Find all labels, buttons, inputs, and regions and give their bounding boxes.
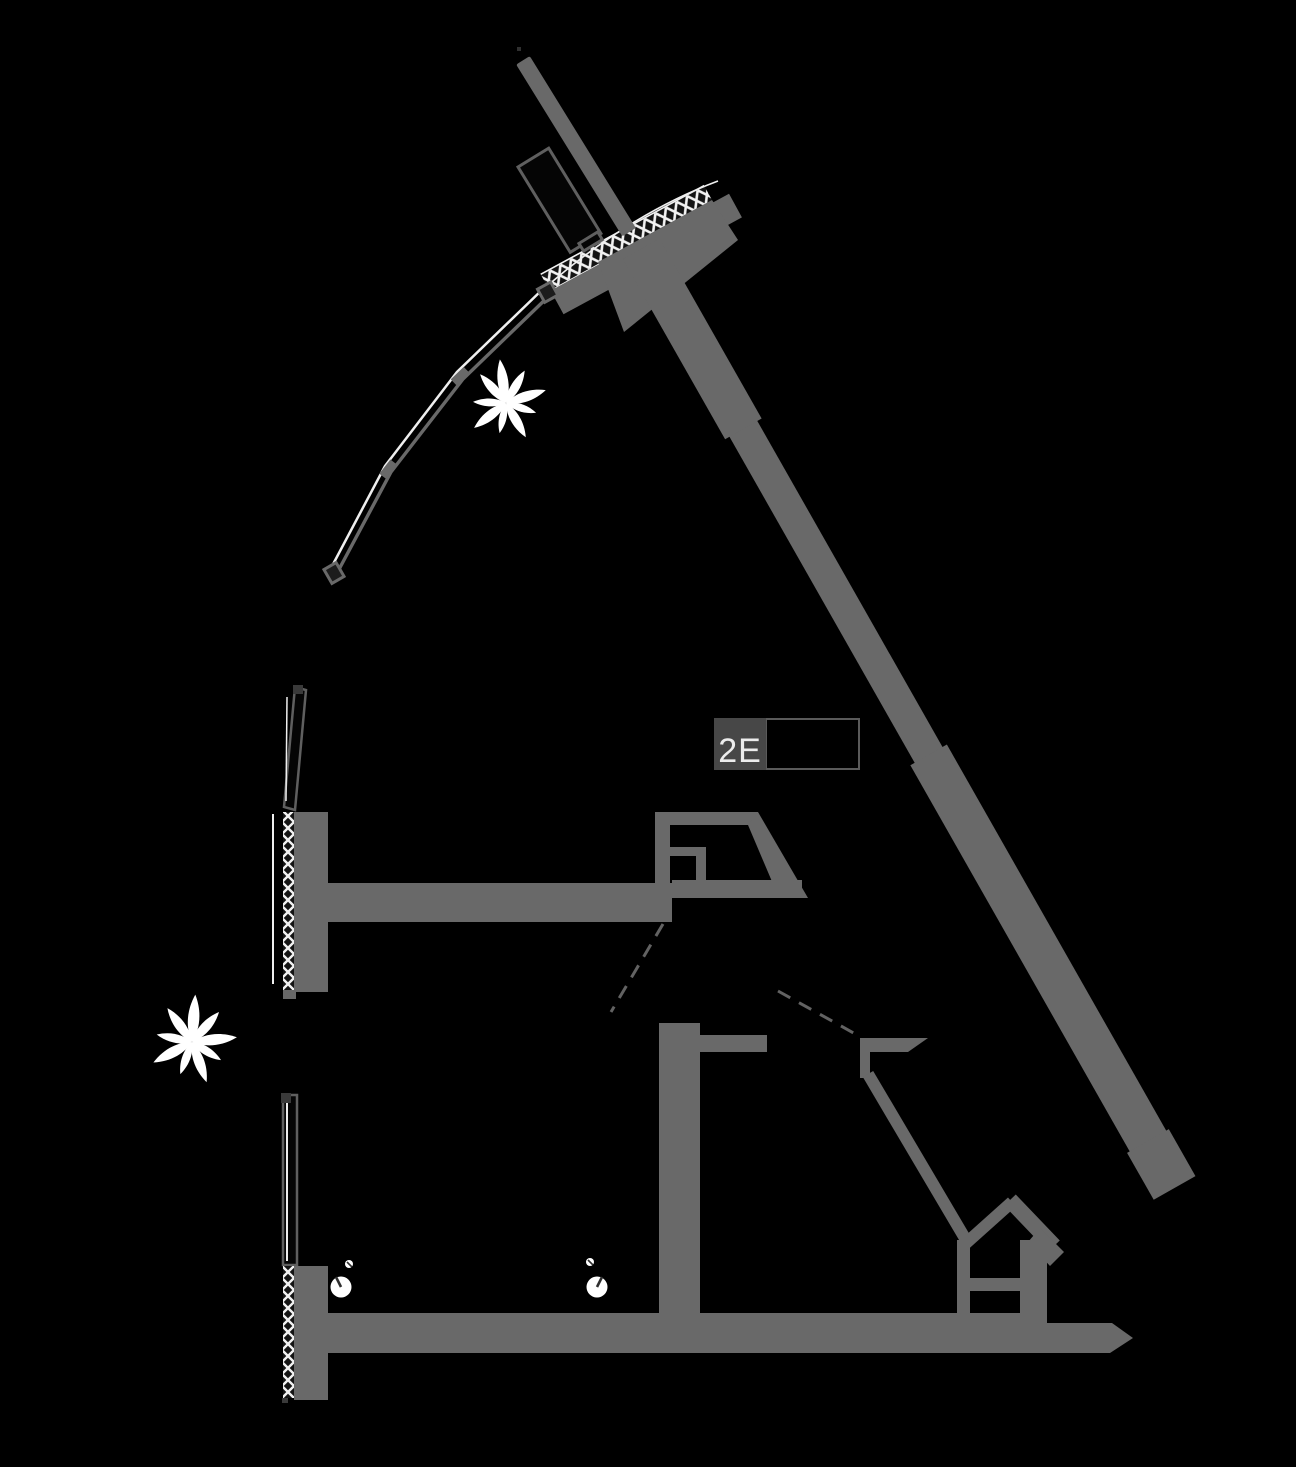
corridor-wall-stub bbox=[700, 1035, 767, 1052]
window-hinge-cap bbox=[293, 685, 303, 694]
entry-wall-bar bbox=[516, 56, 636, 236]
ceiling-lamp-icon bbox=[330, 1260, 353, 1298]
door-swing-dashed-left bbox=[609, 923, 665, 1013]
bathroom-wall-leg bbox=[860, 1038, 870, 1078]
duct-stub-vertical bbox=[696, 856, 706, 881]
window-frame bbox=[281, 1093, 299, 1267]
toilet-bar bbox=[970, 1278, 1020, 1291]
balcony-railing bbox=[321, 279, 560, 586]
facade-hatch-band bbox=[540, 185, 714, 292]
left-wall-middle bbox=[272, 685, 328, 999]
bathroom-wall-top bbox=[860, 1038, 928, 1052]
exterior-wall-hatch bbox=[283, 812, 294, 990]
bathroom-walls bbox=[860, 1038, 1064, 1315]
fixture-left-slope bbox=[959, 1197, 1017, 1250]
duct-stub-horizontal bbox=[670, 847, 706, 856]
entry-wall-top bbox=[516, 47, 636, 236]
corridor-wall-vertical bbox=[659, 1023, 700, 1315]
unit-label-chip bbox=[714, 718, 766, 770]
left-wall-lower bbox=[281, 1093, 328, 1403]
unit-label-value-box bbox=[765, 718, 860, 770]
unit-label-text: 2E bbox=[718, 732, 762, 770]
exterior-wall-hatch bbox=[283, 1266, 294, 1398]
bathroom-wall-right-vertical bbox=[1020, 1240, 1047, 1315]
bottom-wall bbox=[328, 1313, 1133, 1353]
unit-label[interactable]: 2E bbox=[714, 718, 860, 770]
railing-post bbox=[379, 459, 397, 479]
bottom-wall-main bbox=[328, 1313, 1047, 1353]
open-window-sash-glass bbox=[285, 696, 288, 802]
window-hinge-cap bbox=[281, 1093, 291, 1103]
bottom-wall-pointed-end bbox=[1047, 1323, 1133, 1353]
ceiling-lamp-icon bbox=[586, 1258, 608, 1298]
duct-wall-vertical bbox=[655, 812, 670, 905]
railing-inner-line bbox=[334, 292, 553, 576]
wall-end-mark bbox=[282, 1398, 288, 1403]
bathroom-wall-thin-vertical bbox=[957, 1240, 970, 1315]
railing-end-cap bbox=[535, 279, 560, 305]
diagonal-wall-upper bbox=[622, 238, 762, 440]
survey-dot bbox=[517, 47, 521, 51]
diagonal-wall-lower bbox=[910, 744, 1175, 1166]
diagonal-wall-end-cap bbox=[1127, 1129, 1196, 1200]
railing-outer-line bbox=[328, 286, 546, 571]
railing-end-cap bbox=[321, 560, 347, 586]
left-wall-block bbox=[294, 812, 328, 992]
corridor-wall bbox=[659, 1023, 767, 1315]
bathroom-wall-diagonal bbox=[862, 1070, 972, 1244]
left-wall-block bbox=[294, 1266, 328, 1400]
duct-wall-diagonal bbox=[748, 812, 808, 898]
railing-post bbox=[450, 366, 470, 386]
duct-wall-bottom bbox=[672, 880, 802, 898]
diagonal-exterior-wall bbox=[622, 238, 1196, 1200]
door-swing-dashed-right bbox=[777, 989, 860, 1038]
kitchen-duct-walls bbox=[655, 812, 808, 905]
interior-wall-horizontal bbox=[328, 883, 672, 922]
left-wall-foot bbox=[283, 990, 296, 999]
duct-wall-top bbox=[655, 812, 758, 825]
door-leaf bbox=[515, 146, 605, 255]
door-leaf-handle-tab bbox=[576, 229, 605, 254]
